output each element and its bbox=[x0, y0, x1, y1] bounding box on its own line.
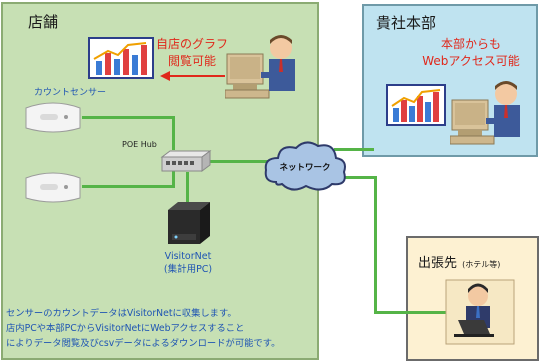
connector-network-hq bbox=[334, 148, 374, 151]
connector-hub-visitornet bbox=[186, 172, 189, 202]
poe-hub-icon bbox=[160, 150, 212, 172]
trip-title-main: 出張先 bbox=[418, 256, 458, 271]
sensor-label: カウントセンサー bbox=[34, 88, 107, 98]
hq-caption: 本部からも Webアクセス可能 bbox=[412, 36, 530, 70]
hq-caption-line2: Webアクセス可能 bbox=[422, 54, 520, 68]
visitornet-subtitle: (集計用PC) bbox=[163, 264, 213, 275]
description-line: によりデータ閲覧及びcsvデータによるダウンロードが可能です。 bbox=[6, 338, 281, 349]
connector-sensor1-hub bbox=[82, 116, 174, 119]
connector-sensor2-hub bbox=[82, 185, 174, 188]
description-line: センサーのカウントデータはVisitorNetに収集します。 bbox=[6, 308, 237, 319]
store-description: センサーのカウントデータはVisitorNetに収集します。 店内PCや本部PC… bbox=[6, 306, 318, 351]
connector-hub-network bbox=[210, 160, 270, 163]
person-at-pc-icon bbox=[450, 81, 520, 145]
connector-network-trip-h bbox=[374, 311, 446, 314]
network-cloud-icon bbox=[264, 141, 346, 191]
visitornet-pc-icon bbox=[168, 202, 210, 244]
network-label: ネットワーク bbox=[279, 163, 331, 173]
arrow-left-icon bbox=[160, 71, 225, 81]
trip-title: 出張先 (ホテル等) bbox=[418, 252, 500, 271]
bar-chart-icon bbox=[88, 37, 154, 79]
visitornet-name: VisitorNet bbox=[164, 251, 212, 262]
hq-caption-line1: 本部からも bbox=[440, 37, 501, 51]
store-title: 店舗 bbox=[28, 13, 59, 31]
connector-network-trip-h0 bbox=[334, 176, 376, 179]
count-sensor-icon bbox=[25, 172, 81, 203]
person-at-pc-icon bbox=[225, 35, 295, 99]
store-graph-caption-line1: 自店のグラフ bbox=[155, 37, 228, 51]
hub-label: POE Hub bbox=[122, 140, 157, 149]
trip-title-sub: (ホテル等) bbox=[462, 260, 501, 269]
bar-chart-icon bbox=[386, 84, 446, 126]
connector-network-trip-v bbox=[374, 176, 377, 313]
visitornet-label: VisitorNet (集計用PC) bbox=[152, 250, 224, 276]
connector-sensor1-hub-v bbox=[172, 116, 175, 150]
count-sensor-icon bbox=[25, 102, 81, 133]
hq-title: 貴社本部 bbox=[376, 14, 437, 32]
store-graph-caption-line2: 閲覧可能 bbox=[167, 54, 216, 68]
store-graph-caption: 自店のグラフ 閲覧可能 bbox=[154, 36, 230, 70]
connector-sensor2-hub-v bbox=[172, 170, 175, 188]
person-with-laptop-icon bbox=[445, 279, 515, 345]
description-line: 店内PCや本部PCからVisitorNetにWebアクセスすること bbox=[6, 323, 245, 334]
